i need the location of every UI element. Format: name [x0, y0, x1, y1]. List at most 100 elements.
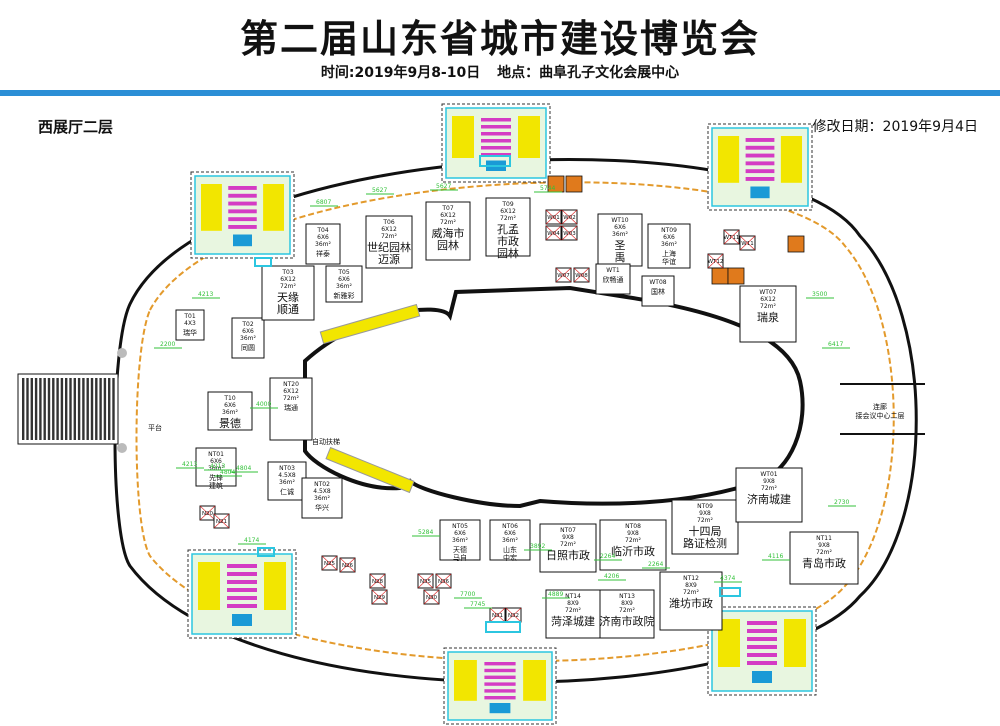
hall-label: 西展厅二层: [38, 118, 114, 136]
booth-name: 菏泽城建: [551, 614, 595, 628]
small-booth-w01[interactable]: W01: [545, 209, 562, 225]
small-booth-label: N32: [508, 613, 519, 619]
small-booth-label: N21: [216, 519, 227, 525]
small-booth-n20[interactable]: N20: [199, 505, 216, 521]
booth-spec: WT08: [649, 279, 666, 286]
small-booth-wt11[interactable]: WT11: [723, 229, 740, 245]
small-booth-label: N31: [492, 613, 503, 619]
small-booth-n32[interactable]: N32: [505, 607, 522, 623]
small-booth-n35[interactable]: N35: [417, 573, 434, 589]
dimension-label: 4000: [256, 401, 271, 408]
dimension-label: 4116: [768, 553, 783, 560]
orange-booth[interactable]: [711, 267, 729, 285]
booth-name: 瑞泉: [757, 310, 779, 324]
event-info: 时间:2019年9月8-10日 地点：曲阜孔子文化会展中心: [0, 62, 1000, 82]
small-booth-label: N30: [426, 595, 438, 601]
small-booth-w03[interactable]: W03: [561, 225, 578, 241]
small-booth-w04[interactable]: W04: [545, 225, 562, 241]
small-booth-label: N25: [324, 561, 336, 567]
distribution-room-top: [254, 257, 272, 267]
small-booth-label: N20: [202, 511, 214, 517]
dimension-label: 7745: [470, 601, 485, 608]
orange-booth[interactable]: [787, 235, 805, 253]
small-booth-label: W07: [557, 273, 570, 279]
small-booth-n30[interactable]: N30: [423, 589, 440, 605]
left-entrance-bridge: 平台: [17, 348, 162, 453]
small-booth-w08[interactable]: W08: [573, 267, 590, 283]
orange-booth[interactable]: [565, 175, 583, 193]
stair-tower: [707, 123, 813, 211]
small-booth-w07[interactable]: W07: [555, 267, 572, 283]
booth-name: 瑞华: [183, 328, 197, 337]
small-booth-n29[interactable]: N29: [371, 589, 388, 605]
orange-booth[interactable]: [727, 267, 745, 285]
small-booth-wt12[interactable]: WT12: [707, 253, 724, 269]
booth-name: 上海华谊: [662, 249, 676, 266]
booth-name: 圣禹: [615, 239, 626, 264]
small-booth-n31[interactable]: N31: [489, 607, 506, 623]
small-booth-label: W01: [547, 215, 559, 221]
small-booth-n26[interactable]: N26: [339, 557, 356, 573]
dimension-label: 2264: [648, 561, 663, 568]
booth-name: 瑞通: [284, 403, 298, 412]
distribution-room-right: [719, 587, 741, 597]
small-booth-w02[interactable]: W02: [561, 209, 578, 225]
dimension-label: 4374: [720, 575, 735, 582]
small-booth-n25[interactable]: N25: [321, 555, 338, 571]
small-booth-n21[interactable]: N21: [213, 513, 230, 529]
booth-name: 天缘顺通: [277, 291, 299, 316]
dimension-label: 4804: [236, 465, 251, 472]
small-booth-w11[interactable]: W11: [739, 235, 756, 251]
stair-tower: [190, 171, 295, 259]
booth-name: 先锋建筑: [209, 473, 223, 490]
escalator-label: 自动扶梯: [312, 437, 340, 446]
small-booth-label: N26: [342, 563, 354, 569]
page-title: 第二届山东省城市建设博览会: [239, 17, 760, 61]
small-booth-label: W04: [547, 231, 560, 237]
booth-name: 欣畅通: [603, 275, 624, 284]
small-booth-n36[interactable]: N36: [435, 573, 452, 589]
right-corridor: 连廊接会议中心二层: [840, 383, 925, 435]
booth-name: 天德马自: [453, 545, 467, 562]
booth-name: 临沂市政: [611, 544, 655, 558]
dimension-label: 4804: [220, 469, 235, 476]
small-booth-n28[interactable]: N28: [369, 573, 386, 589]
booth-name: 威海市园林: [432, 226, 465, 252]
